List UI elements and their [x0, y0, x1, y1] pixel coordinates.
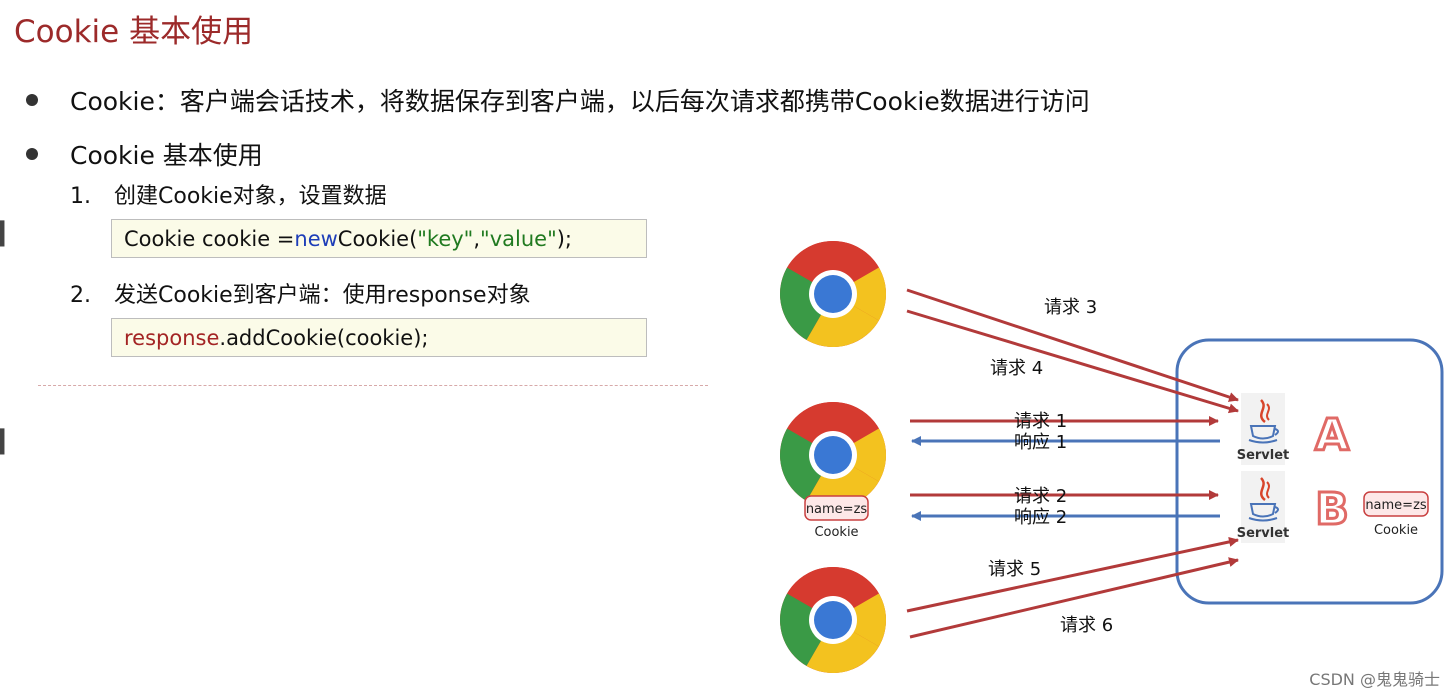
server-cookie-label: Cookie — [1374, 523, 1418, 538]
code-text: Cookie cookie = — [124, 226, 295, 251]
code-block-add-cookie: response.addCookie(cookie); — [111, 318, 647, 357]
request-6-arrow — [909, 557, 1239, 639]
request-4-label: 请求 4 — [990, 358, 1043, 379]
browser-chrome-icon — [779, 566, 887, 674]
servlet-label: Servlet — [1237, 526, 1290, 541]
response-2-label: 响应 2 — [1014, 507, 1067, 528]
code-variable: response — [124, 325, 220, 350]
server-a-label: A — [1315, 410, 1349, 461]
code-block-create-cookie: Cookie cookie = new Cookie("key","value"… — [111, 219, 647, 258]
request-2-label: 请求 2 — [1014, 486, 1067, 507]
server-frame — [1175, 338, 1444, 605]
client-cookie-value: name=zs — [806, 502, 868, 517]
page-title: Cookie 基本使用 — [14, 14, 254, 50]
client-cookie-badge: name=zs Cookie — [804, 495, 869, 540]
server-cookie-badge: name=zs Cookie — [1363, 491, 1429, 538]
response-1-label: 响应 1 — [1014, 432, 1067, 453]
step-1: 1. 创建Cookie对象，设置数据 — [70, 178, 387, 210]
request-3-arrow — [906, 288, 1239, 402]
servlet-label: Servlet — [1237, 448, 1290, 463]
bullet-cookie-usage: Cookie 基本使用 — [26, 136, 263, 172]
bullet-dot — [26, 94, 38, 106]
client-cookie-label: Cookie — [814, 525, 858, 540]
section-divider — [38, 385, 708, 386]
browser-chrome-icon — [779, 240, 887, 348]
bullet-dot — [26, 148, 38, 160]
request-3-label: 请求 3 — [1044, 297, 1097, 318]
code-keyword: new — [294, 226, 338, 251]
code-text: , — [473, 226, 481, 251]
bullet-text: Cookie：客户端会话技术，将数据保存到客户端，以后每次请求都携带Cookie… — [70, 87, 1090, 116]
step-text: 发送Cookie到客户端：使用response对象 — [114, 283, 531, 308]
edge-clipped-glyph: ▌ — [0, 430, 13, 455]
code-text: .addCookie(cookie); — [219, 325, 429, 350]
bullet-cookie-definition: Cookie：客户端会话技术，将数据保存到客户端，以后每次请求都携带Cookie… — [26, 82, 1090, 118]
code-text: ); — [556, 226, 573, 251]
server-cookie-value: name=zs — [1365, 498, 1427, 513]
step-text: 创建Cookie对象，设置数据 — [114, 184, 387, 209]
edge-clipped-glyph: ▌ — [0, 222, 13, 247]
request-6-label: 请求 6 — [1060, 615, 1113, 636]
code-string: "key" — [417, 226, 474, 251]
step-number: 2. — [70, 283, 91, 308]
code-text: Cookie( — [337, 226, 418, 251]
server-b-label: B — [1315, 484, 1349, 535]
browser-chrome-icon — [779, 401, 887, 509]
step-2: 2. 发送Cookie到客户端：使用response对象 — [70, 277, 531, 309]
bullet-text: Cookie 基本使用 — [70, 141, 263, 170]
watermark: CSDN @鬼鬼骑士 — [1309, 670, 1440, 689]
step-number: 1. — [70, 184, 91, 209]
request-5-label: 请求 5 — [988, 559, 1041, 580]
request-4-arrow — [906, 309, 1239, 414]
request-1-label: 请求 1 — [1014, 411, 1067, 432]
request-5-arrow — [906, 536, 1239, 613]
code-string: "value" — [480, 226, 557, 251]
